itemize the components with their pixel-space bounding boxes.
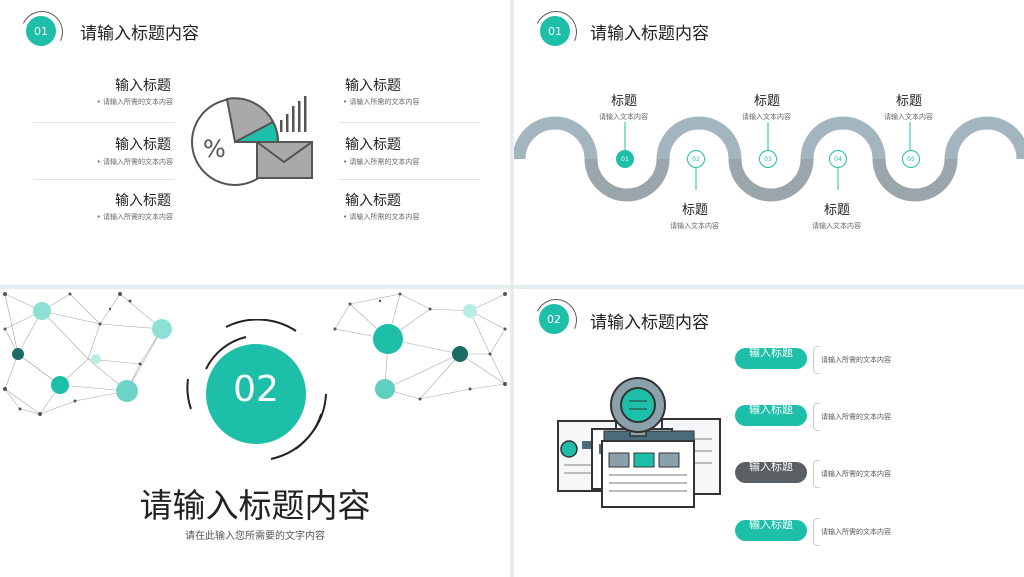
- slide-title: 请输入标题内容: [80, 24, 199, 44]
- timeline-label: 标题: [824, 203, 851, 218]
- timeline-sub: 请输入文本内容: [599, 113, 648, 121]
- slide-1[interactable]: 01 请输入标题内容 输入标题 • 请输入所需的文本内容 输入标题 • 请输入所…: [0, 0, 510, 285]
- divider: [33, 122, 175, 123]
- timeline-node[interactable]: 03: [759, 150, 777, 168]
- svg-text:%: %: [203, 135, 226, 163]
- item-title: 输入标题: [115, 193, 171, 209]
- item-sub: 请输入所需的文本内容: [821, 413, 891, 421]
- section-title: 请输入标题内容: [139, 486, 371, 525]
- bracket: [813, 346, 820, 374]
- item-sub: • 请输入所需的文本内容: [96, 213, 173, 221]
- bracket: [813, 403, 820, 431]
- slide-title: 请输入标题内容: [590, 313, 709, 333]
- item-sub: 请输入所需的文本内容: [821, 528, 891, 536]
- bracket: [813, 460, 820, 488]
- section-badge: 02: [539, 304, 569, 334]
- item-sub: • 请输入所需的文本内容: [343, 158, 420, 166]
- timeline-sub: 请输入文本内容: [670, 222, 719, 230]
- wave-timeline: [514, 116, 1024, 202]
- item-sub: • 请输入所需的文本内容: [96, 158, 173, 166]
- timeline-sub: 请输入文本内容: [812, 222, 861, 230]
- item-pill[interactable]: 输入标题: [735, 348, 807, 369]
- section-badge: 01: [540, 16, 570, 46]
- timeline-node[interactable]: 04: [829, 150, 847, 168]
- item-pill[interactable]: 输入标题: [735, 462, 807, 483]
- slide-4[interactable]: 02 请输入标题内容 输入标题 请输入所需的文本内容 输入标题 请输入所需的文本…: [514, 289, 1024, 577]
- documents-magnifier-icon: [557, 377, 721, 508]
- item-pill[interactable]: 输入标题: [735, 405, 807, 426]
- timeline-sub: 请输入文本内容: [742, 113, 791, 121]
- divider: [340, 179, 480, 180]
- timeline-node[interactable]: 01: [616, 150, 634, 168]
- item-sub: • 请输入所需的文本内容: [96, 98, 173, 106]
- timeline-label: 标题: [682, 203, 709, 218]
- timeline-node[interactable]: 02: [687, 150, 705, 168]
- section-number: 02: [233, 369, 279, 410]
- item-title: 输入标题: [345, 193, 401, 209]
- section-badge: 01: [26, 16, 56, 46]
- chart-envelope-icon: %: [191, 96, 313, 186]
- slide-2[interactable]: 01 请输入标题内容 01 02 03 04 05 标题 请输入文本内容 标题 …: [514, 0, 1024, 285]
- timeline-label: 标题: [754, 94, 781, 109]
- item-title: 输入标题: [115, 137, 171, 153]
- item-sub: 请输入所需的文本内容: [821, 470, 891, 478]
- slide-title: 请输入标题内容: [590, 24, 709, 44]
- timeline-node[interactable]: 05: [902, 150, 920, 168]
- divider: [33, 179, 175, 180]
- item-title: 输入标题: [345, 78, 401, 94]
- item-sub: 请输入所需的文本内容: [821, 356, 891, 364]
- section-subtitle: 请在此输入您所需要的文字内容: [185, 531, 325, 542]
- divider: [340, 122, 480, 123]
- item-sub: • 请输入所需的文本内容: [343, 98, 420, 106]
- slide-3[interactable]: 02 请输入标题内容 请在此输入您所需要的文字内容: [0, 289, 510, 577]
- timeline-label: 标题: [611, 94, 638, 109]
- item-title: 输入标题: [115, 78, 171, 94]
- item-title: 输入标题: [345, 137, 401, 153]
- item-sub: • 请输入所需的文本内容: [343, 213, 420, 221]
- timeline-label: 标题: [896, 94, 923, 109]
- network-decoration: [3, 292, 507, 416]
- timeline-sub: 请输入文本内容: [884, 113, 933, 121]
- number-badge-rings: [186, 319, 327, 460]
- bracket: [813, 518, 820, 546]
- item-pill[interactable]: 输入标题: [735, 520, 807, 541]
